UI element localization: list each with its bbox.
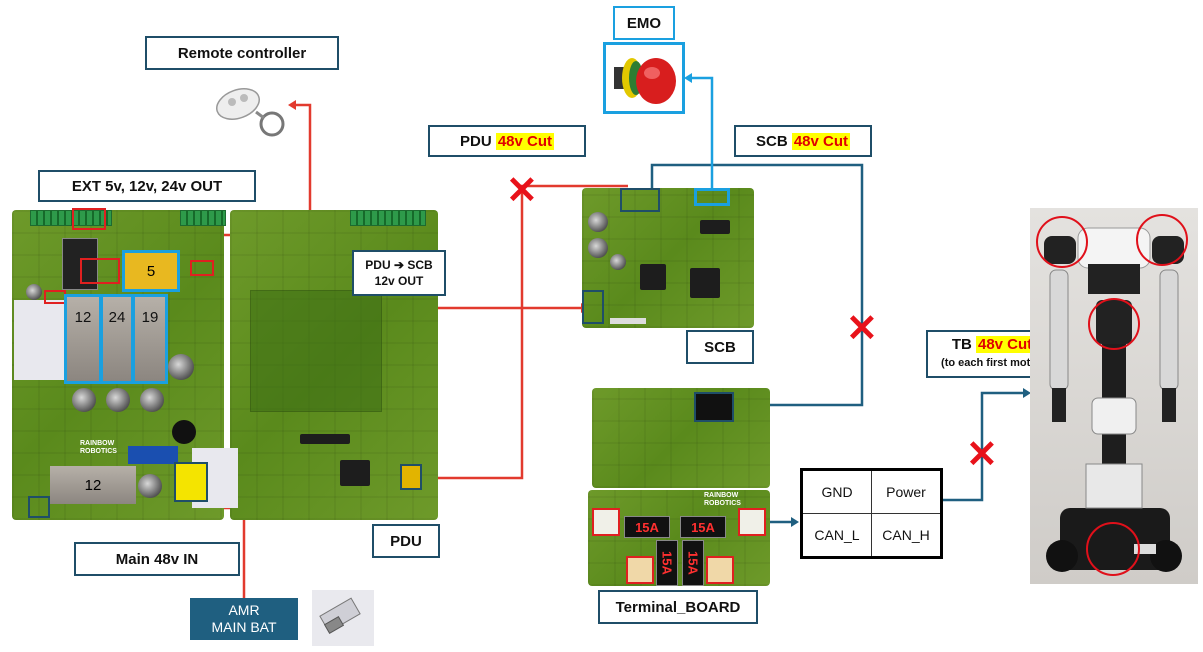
- pdu-cap-5: [138, 474, 162, 498]
- ext-out-connector-box: [72, 208, 106, 230]
- pdu-cap-3: [140, 388, 164, 412]
- remote-fob-icon: [210, 80, 288, 140]
- pdu-scb-12v-label: PDU ➔ SCB 12v OUT: [352, 250, 446, 296]
- pdu-logo-text: RAINBOW ROBOTICS: [80, 440, 117, 455]
- emo-label: EMO: [613, 6, 675, 40]
- terminal-board-bottom: [588, 490, 770, 586]
- scb-cap-2: [588, 238, 608, 258]
- pin-can-h: CAN_H: [871, 513, 942, 558]
- robot-motor-circle-left-shoulder: [1036, 216, 1088, 268]
- scb-chip-2: [690, 268, 720, 298]
- scb-cut-highlight: 48v Cut: [791, 132, 851, 150]
- pdu-48v-cut-label: PDU 48v Cut: [428, 125, 586, 157]
- pin-power: Power: [871, 469, 942, 514]
- pdu-cut-prefix: PDU: [459, 132, 496, 150]
- arrow-remote: [288, 100, 296, 110]
- module-5: 5: [122, 250, 180, 292]
- connector-pinout-table: GND Power CAN_L CAN_H: [800, 468, 943, 559]
- pdu-red-box-mid: [80, 258, 120, 284]
- main-in-connector-box: [28, 496, 50, 518]
- scb-12v-in-connector-box: [582, 290, 604, 324]
- scb-cut-prefix: SCB: [755, 132, 792, 150]
- scb-board: [582, 188, 754, 328]
- wire-pdu-48v: [416, 184, 628, 480]
- emergency-stop-icon: [614, 58, 676, 104]
- cut-mark-scb: ✕: [846, 308, 878, 350]
- robot-motor-circle-base: [1086, 522, 1140, 576]
- pdu-cap-6: [26, 284, 42, 300]
- scb-48v-cut-label: SCB 48v Cut: [734, 125, 872, 157]
- pdu-cap-1: [72, 388, 96, 412]
- module-24: 24: [100, 294, 134, 384]
- tb-fuse-3: 15A: [656, 540, 678, 586]
- pin-gnd: GND: [801, 469, 872, 514]
- tb-red-connector-br: [706, 556, 734, 584]
- module-19: 19: [132, 294, 168, 384]
- tb-48v-in-connector-box: [694, 392, 734, 422]
- wire-tb-robot: [936, 391, 1027, 502]
- pdu-red-box-small: [44, 290, 66, 304]
- tb-cut-prefix: TB: [951, 336, 976, 353]
- terminal-board-top: [592, 388, 770, 488]
- scb-chip-1: [640, 264, 666, 290]
- module-12-bottom: 12: [50, 466, 136, 504]
- arrow-tb-robot: [1023, 388, 1031, 398]
- tb-logo-text: RAINBOW ROBOTICS: [704, 492, 741, 507]
- main-in-yellow-connector: [174, 462, 208, 502]
- pdu-scb-line1: PDU ➔ SCB: [365, 258, 433, 272]
- pdu-cut-highlight: 48v Cut: [495, 132, 555, 150]
- pdu-terminal-2: [180, 210, 226, 226]
- pin-can-l: CAN_L: [801, 513, 872, 558]
- module-12: 12: [64, 294, 102, 384]
- pdu-terminal-3: [350, 210, 426, 226]
- pdu-cap-4: [168, 354, 194, 380]
- tb-cut-highlight: 48v Cut: [975, 336, 1035, 353]
- pdu-right-heatsink: [250, 290, 382, 412]
- scb-emo-connector-box: [694, 188, 730, 206]
- tb-fuse-2: 15A: [680, 516, 726, 538]
- pdu-inductor: [172, 420, 196, 444]
- cut-mark-tb: ✕: [966, 434, 998, 476]
- pdu-48v-out-connector: [400, 464, 422, 490]
- battery-connector-icon: [312, 590, 374, 646]
- amr-line1: AMR: [228, 602, 260, 618]
- scb-cap-3: [610, 254, 626, 270]
- arrow-emo: [684, 73, 692, 83]
- pdu-terminal-1: [30, 210, 112, 226]
- ext-out-label: EXT 5v, 12v, 24v OUT: [38, 170, 256, 202]
- tb-red-connector-left: [592, 508, 620, 536]
- arrow-tb-conn: [791, 517, 799, 527]
- robot-motor-circle-right-shoulder: [1136, 214, 1188, 266]
- cut-mark-pdu: ✕: [506, 170, 538, 212]
- tb-cut-line1: TB 48v Cut: [951, 336, 1035, 354]
- pdu-right-chip-2: [340, 460, 370, 486]
- amr-main-bat-label: AMR MAIN BAT: [190, 598, 298, 640]
- remote-connector-box: [190, 260, 214, 276]
- scb-cap-1: [588, 212, 608, 232]
- tb-red-connector-right: [738, 508, 766, 536]
- pdu-white-panel: [14, 300, 66, 380]
- scb-chip-3: [700, 220, 730, 234]
- wire-scb-48v: [650, 163, 864, 407]
- pdu-right-chip-1: [300, 434, 350, 444]
- robot-motor-circle-torso: [1088, 298, 1140, 350]
- scb-48v-connector-box: [620, 188, 660, 212]
- tb-cut-sub: (to each first motor): [941, 357, 1045, 369]
- wire-emo: [688, 76, 714, 188]
- tb-fuse-1: 15A: [624, 516, 670, 538]
- tb-fuse-4: 15A: [682, 540, 704, 586]
- amr-line2: MAIN BAT: [211, 619, 277, 635]
- pdu-cap-2: [106, 388, 130, 412]
- remote-controller-label: Remote controller: [145, 36, 339, 70]
- pdu-label: PDU: [372, 524, 440, 558]
- scb-connector-strip: [610, 318, 646, 324]
- terminal-board-label: Terminal_BOARD: [598, 590, 758, 624]
- pdu-scb-line2: 12v OUT: [374, 274, 424, 288]
- main-48v-in-label: Main 48v IN: [74, 542, 240, 576]
- scb-label: SCB: [686, 330, 754, 364]
- tb-red-connector-bl: [626, 556, 654, 584]
- pdu-blue-part: [128, 446, 178, 464]
- emo-button-frame: [603, 42, 685, 114]
